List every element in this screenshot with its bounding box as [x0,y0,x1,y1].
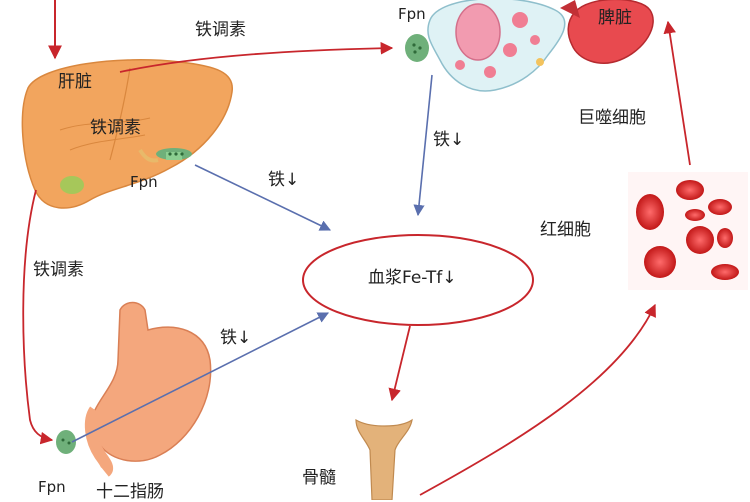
iron-liver-label: 铁↓ [268,170,300,190]
stomach-illustration [84,301,212,477]
spleen-illustration [560,0,654,64]
plasma-ellipse [302,234,534,326]
liver-to-plasma-arrow [194,164,332,231]
gut-to-plasma-arrow [71,312,330,443]
spleen-label: 脾脏 [598,8,632,28]
rbc-to-spleen-arrow [663,20,691,166]
liver-label: 肝脏 [58,72,92,92]
bone-marrow-label: 骨髓 [302,468,336,488]
iron-macrophage-label: 铁↓ [433,130,465,150]
iron-gut-label: 铁↓ [220,328,252,348]
duodenum-label: 十二指肠 [96,482,164,502]
red-blood-cells-illustration [628,172,748,290]
fpn-macrophage-label: Fpn [398,5,426,23]
fpn-gut-icon [56,430,76,454]
plasma-label: 血浆Fe-Tf↓ [368,268,457,288]
rbc-label: 红细胞 [540,220,591,240]
bone-to-rbc-arrow [419,303,656,496]
macrophage-label: 巨噬细胞 [578,108,646,128]
macrophage-to-plasma-arrow [413,74,433,217]
macrophage-illustration [427,0,566,92]
liver-illustration [21,59,233,209]
fpn-gut-label: Fpn [38,478,66,496]
bone-marrow-illustration [355,418,413,500]
hepcidin-liver-label: 铁调素 [90,118,141,138]
fpn-macrophage-icon [405,34,429,62]
hepcidin-to-gut-arrow [22,189,54,445]
fpn-liver-label: Fpn [130,173,158,191]
plasma-to-bone-arrow [388,325,411,402]
hepcidin-left-label: 铁调素 [33,260,84,280]
fpn-liver-icon [156,148,192,160]
hepcidin-to-macrophage-arrow [119,41,394,73]
hepcidin-top-label: 铁调素 [195,20,246,40]
